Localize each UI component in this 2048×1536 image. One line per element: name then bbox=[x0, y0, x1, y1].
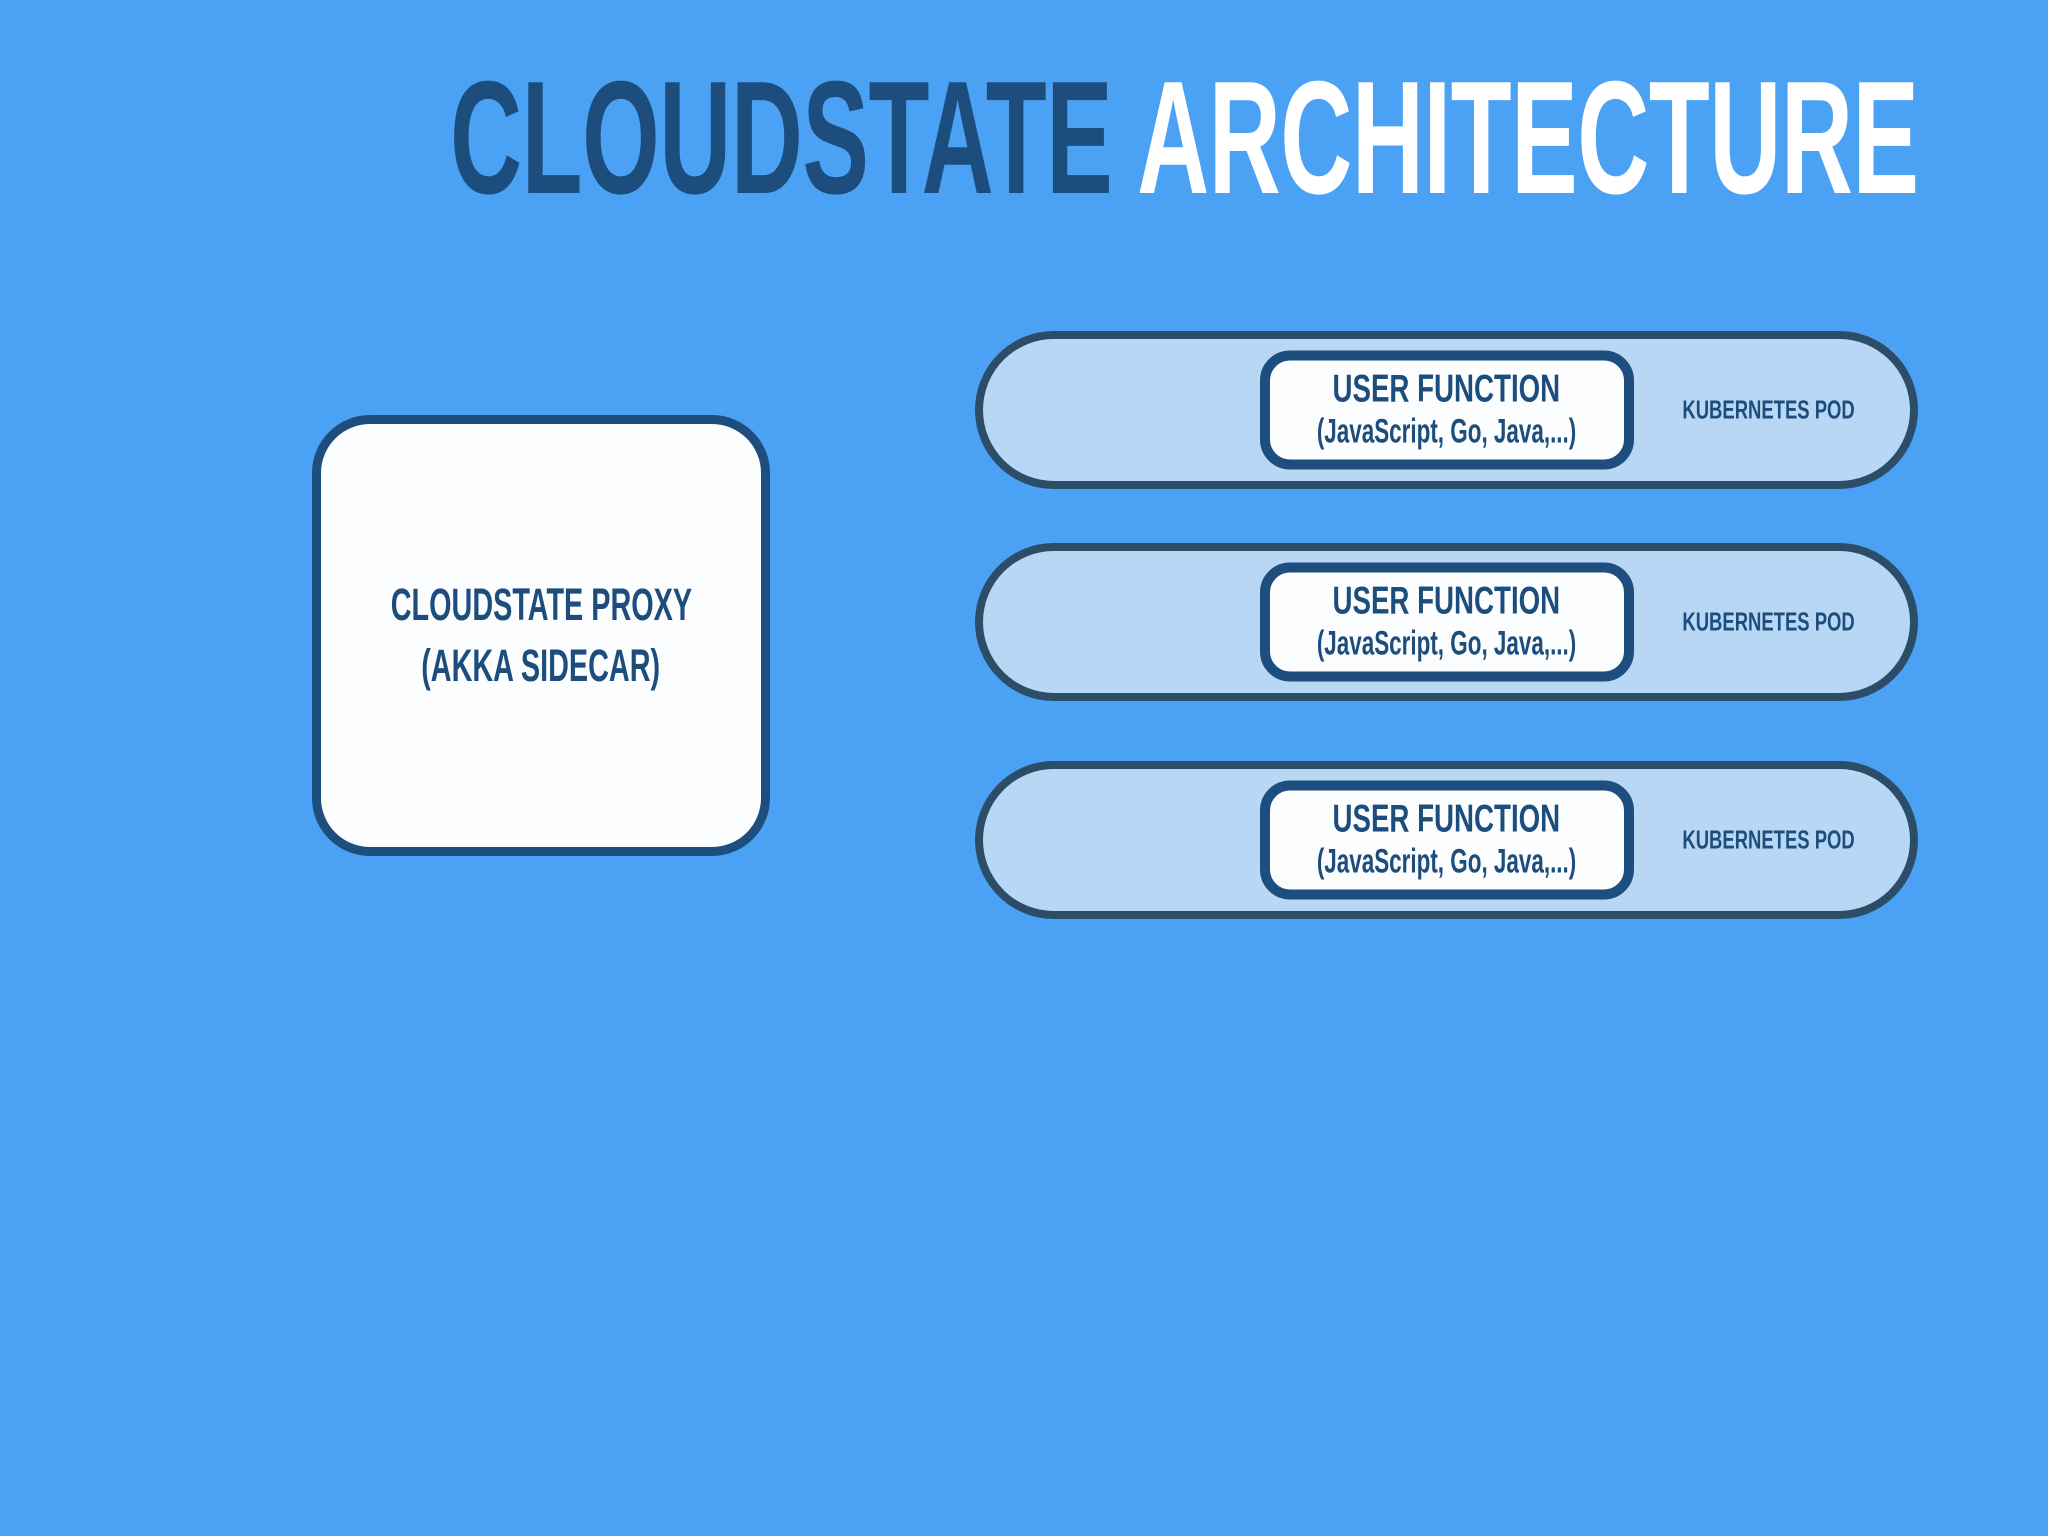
kubernetes-pod-label: KUBERNETES POD bbox=[1682, 824, 1855, 855]
kubernetes-pod-pill-2: USER FUNCTION (JavaScript, Go, Java,...)… bbox=[975, 543, 1918, 701]
user-function-title: USER FUNCTION bbox=[1332, 367, 1561, 411]
user-function-box: USER FUNCTION (JavaScript, Go, Java,...) bbox=[1259, 350, 1634, 470]
kubernetes-pod-label: KUBERNETES POD bbox=[1682, 606, 1855, 637]
proxy-label-line2: (AKKA SIDECAR) bbox=[421, 639, 661, 691]
user-function-title: USER FUNCTION bbox=[1332, 797, 1561, 841]
kubernetes-pod-pill-1: USER FUNCTION (JavaScript, Go, Java,...)… bbox=[975, 331, 1918, 489]
kubernetes-pod-pill-3: USER FUNCTION (JavaScript, Go, Java,...)… bbox=[975, 761, 1918, 919]
user-function-box: USER FUNCTION (JavaScript, Go, Java,...) bbox=[1259, 780, 1634, 900]
kubernetes-pod-label: KUBERNETES POD bbox=[1682, 394, 1855, 425]
title-word-cloudstate: CLOUDSTATE bbox=[450, 48, 1113, 228]
proxy-label-line1: CLOUDSTATE PROXY bbox=[390, 578, 692, 630]
user-function-box: USER FUNCTION (JavaScript, Go, Java,...) bbox=[1259, 562, 1634, 682]
user-function-languages: (JavaScript, Go, Java,...) bbox=[1316, 624, 1577, 663]
user-function-languages: (JavaScript, Go, Java,...) bbox=[1316, 412, 1577, 451]
user-function-languages: (JavaScript, Go, Java,...) bbox=[1316, 842, 1577, 881]
cloudstate-proxy-box: CLOUDSTATE PROXY (AKKA SIDECAR) bbox=[312, 415, 770, 856]
user-function-title: USER FUNCTION bbox=[1332, 579, 1561, 623]
title-word-architecture: ARCHITECTURE bbox=[1137, 48, 1919, 228]
